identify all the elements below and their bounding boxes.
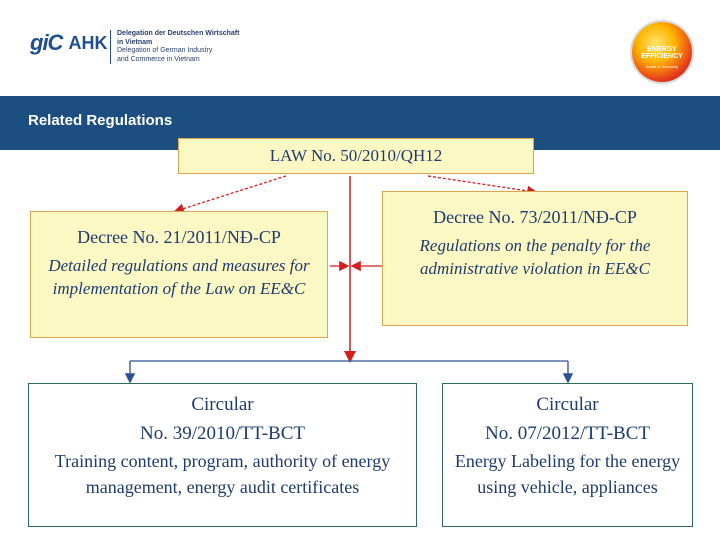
circular-39-description: Training content, program, authority of … [54,451,391,497]
delegation-line: Delegation of German Industry [117,47,213,54]
energy-efficiency-badge-icon [632,22,692,82]
arrow-law-to-decree-right [427,175,538,196]
ahk-logo: giC AHK [30,30,114,56]
delegation-line: in Vietnam [117,38,153,46]
decree-73-description: Regulations on the penalty for the admin… [419,236,651,278]
circular-07-description: Energy Labeling for the energy using veh… [454,451,681,497]
delegation-line: Delegation der Deutschen Wirtschaft [117,30,240,37]
badge-subtitle: made in Germany [646,64,678,69]
circular-39-number: No. 39/2010/TT-BCT [139,423,306,444]
arrow-law-to-decree-left [173,175,287,214]
logo-divider [110,30,111,64]
delegation-text: Delegation der Deutschen Wirtschaft in V… [117,30,267,64]
law-box: LAW No. 50/2010/QH12 [178,138,534,174]
circular-39-heading: Circular [191,394,254,415]
circular-07-heading: Circular [536,394,599,415]
decree-21-description: Detailed regulations and measures for im… [48,256,310,298]
decree-73-title: Decree No. 73/2011/NĐ-CP [433,207,637,227]
page-title: Related Regulations [28,112,173,129]
energy-badge-label: ENERGY EFFICIENCY [640,46,684,60]
circular-07-number: No. 07/2012/TT-BCT [484,423,651,444]
decree-73-box: Decree No. 73/2011/NĐ-CP Regulations on … [382,191,688,326]
circular-07-box: Circular No. 07/2012/TT-BCT Energy Label… [442,383,693,527]
badge-line-2: EFFICIENCY [641,53,683,60]
decree-21-box: Decree No. 21/2011/NĐ-CP Detailed regula… [30,211,328,338]
gic-logo-text: giC [30,30,63,55]
decree-21-title: Decree No. 21/2011/NĐ-CP [77,227,281,247]
delegation-line: and Commerce in Vietnam [117,55,200,63]
badge-line-1: ENERGY [647,46,677,53]
circular-39-box: Circular No. 39/2010/TT-BCT Training con… [28,383,417,527]
ahk-logo-text: AHK [68,32,108,53]
